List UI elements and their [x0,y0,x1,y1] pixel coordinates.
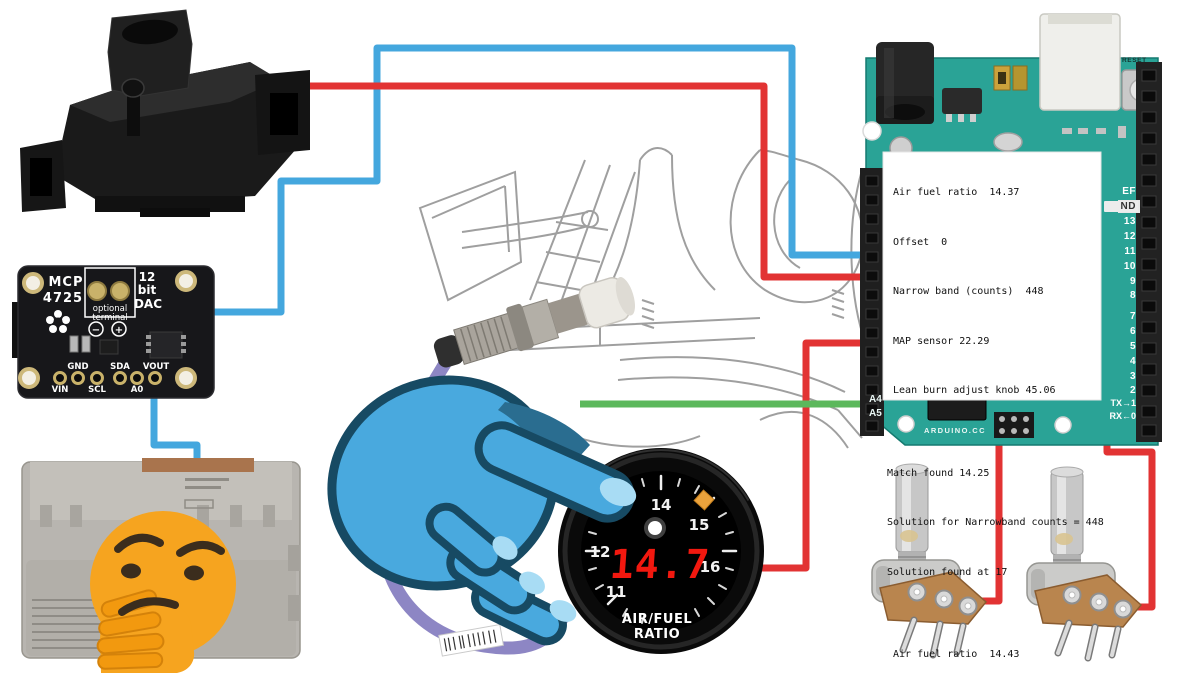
arduino-pin-gnd: ND [1104,201,1138,212]
arduino-pin-2: 2 [1129,385,1136,396]
cable-barcode-label [438,624,505,657]
mcp-minus-mark: − [92,325,100,336]
arduino-pin-aref: EF [1122,186,1136,197]
mcp-chip-line2: 4725 [43,291,83,306]
gauge-amber-indicator [693,489,715,511]
engine-line-art [418,147,867,471]
mcp-chip-line1: MCP [48,275,83,290]
gauge-label-line2: RATIO [634,627,680,642]
arduino-pin-4: 4 [1129,356,1136,367]
mcp-pin-a0: A0 [131,385,144,395]
mcp-pin-vin: VIN [52,385,69,395]
emoji-right-eye [184,565,204,581]
arduino-usb-connector [1039,13,1121,111]
adafruit-flower-logo [46,310,70,333]
arduino-pin-10: 10 [1123,261,1136,272]
potentiometer-2 [1027,467,1141,658]
arduino-pin-6: 6 [1129,326,1136,337]
arduino-pin-11: 11 [1124,246,1136,257]
emoji-right-eyebrow [176,541,225,557]
map-sensor [20,9,310,217]
arduino-brand-label: ARDUINO.CC [924,426,986,435]
arduino-pin-tx1: TX→1 [1110,398,1136,408]
gauge-digital-value: 14.7 [608,542,712,588]
arduino-pin-7: 7 [1129,311,1136,322]
gauge-scale-16: 16 [700,558,721,576]
gauge-scale-15: 15 [689,516,710,534]
mcp-right-line3: DAC [134,297,162,311]
arduino-pin-8: 8 [1129,290,1136,301]
mcp-pin-scl: SCL [88,385,106,395]
thinking-emoji [90,511,236,673]
mcp-pin-holes [53,371,162,385]
mcp-pin-vout: VOUT [143,362,170,372]
mcp-pin-gnd: GND [67,362,88,372]
map-vacuum-port [121,78,145,136]
arduino-barrel-jack [876,42,934,124]
arduino-icsp-header [994,412,1034,438]
gauge-scale-14: 14 [651,496,672,514]
mcp-right-line1: 12 [139,270,156,284]
arduino-pin-rx0: RX←0 [1109,411,1136,421]
mcp-pin-sda: SDA [110,362,130,372]
arduino-serial-monitor-overlay [882,151,1102,401]
arduino-pin-9: 9 [1129,276,1136,287]
mcp4725-board: MCP 4725 12 bit DAC optional terminal − … [12,265,215,399]
arduino-pin-a5: A5 [869,408,882,419]
arduino-reset-label: RESET [1122,57,1147,64]
potentiometer-1 [872,464,986,655]
mcp-plus-mark: + [115,325,123,336]
gauge-scale-11: 11 [606,583,627,601]
mcp-terminal-label: terminal [92,313,128,323]
arduino-board [860,13,1162,446]
gauge-label-line1: AIR/FUEL [622,612,692,627]
gauge-scale-12: 12 [590,543,611,561]
emoji-left-eye [121,563,141,579]
wire-red-arduino-to-pot1 [978,432,1003,605]
emoji-left-eyebrow [114,533,164,553]
arduino-pin-a4: A4 [869,394,882,405]
pointing-hand-cursor [327,375,637,646]
arduino-pin-3: 3 [1129,371,1136,382]
mcp-right-line2: bit [138,283,157,297]
arduino-pin-12: 12 [1123,231,1136,242]
wire-blue-mcp-to-ecu [150,393,201,470]
o2-sensor [433,276,636,368]
arduino-pin-5: 5 [1129,341,1136,352]
wire-blue-mcp-to-arduino [205,44,874,316]
wire-red-map-to-arduino [292,82,874,281]
arduino-pin-13: 13 [1123,216,1136,227]
emoji-mouth [118,597,179,616]
mcp-optional-label: optional [93,304,127,314]
wire-red-gauge-to-arduino [758,339,874,572]
